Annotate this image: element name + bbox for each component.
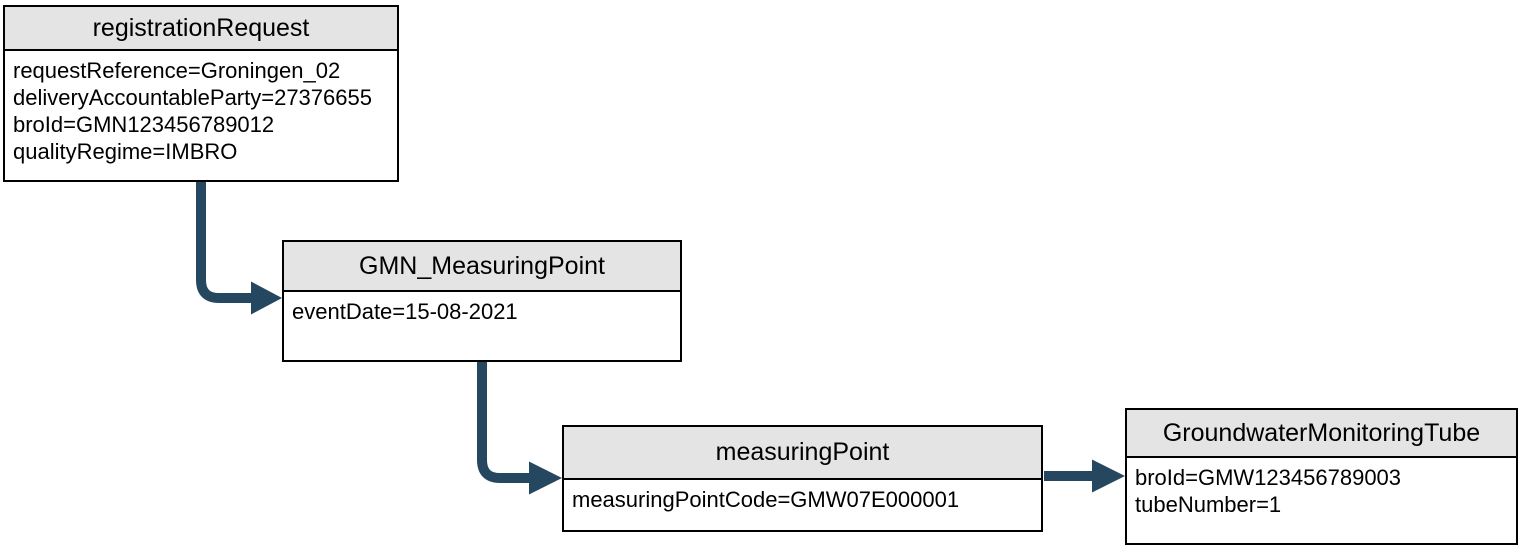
attribute-line: qualityRegime=IMBRO (13, 139, 238, 164)
attribute-line: measuringPointCode=GMW07E000001 (572, 487, 960, 512)
connector-registrationRequest-to-GMN_MeasuringPoint (196, 180, 282, 315)
node-registration-request: registrationRequest requestReference=Gro… (3, 5, 399, 182)
connector-line (477, 361, 529, 483)
attribute-line: requestReference=Groningen_02 (13, 58, 341, 83)
attribute-line: broId=GMN123456789012 (13, 112, 275, 137)
node-attributes: measuringPointCode=GMW07E000001 (564, 480, 1041, 513)
attribute-line: eventDate=15-08-2021 (292, 299, 518, 324)
attribute-line: deliveryAccountableParty=27376655 (13, 85, 372, 110)
arrowhead-icon (251, 281, 282, 315)
arrowhead-icon (529, 461, 562, 495)
attribute-line: broId=GMW123456789003 (1135, 465, 1402, 490)
node-attributes: broId=GMW123456789003 tubeNumber=1 (1127, 458, 1516, 518)
node-attributes: requestReference=Groningen_02 deliveryAc… (5, 51, 397, 165)
connector-GMN_MeasuringPoint-to-measuringPoint (477, 361, 562, 495)
connector-line (196, 180, 251, 303)
node-title: GMN_MeasuringPoint (284, 242, 680, 292)
node-attributes: eventDate=15-08-2021 (284, 292, 680, 325)
node-title: GroundwaterMonitoringTube (1127, 410, 1516, 458)
attribute-line: tubeNumber=1 (1135, 492, 1282, 517)
arrowhead-icon (1092, 459, 1125, 493)
node-gmn-measuring-point: GMN_MeasuringPoint eventDate=15-08-2021 (282, 240, 682, 362)
node-groundwater-monitoring-tube: GroundwaterMonitoringTube broId=GMW12345… (1125, 408, 1518, 545)
node-title: registrationRequest (5, 7, 397, 51)
connector-measuringPoint-to-GroundwaterMonitoringTube (1044, 459, 1125, 493)
node-title: measuringPoint (564, 427, 1041, 480)
node-measuring-point: measuringPoint measuringPointCode=GMW07E… (562, 425, 1043, 532)
